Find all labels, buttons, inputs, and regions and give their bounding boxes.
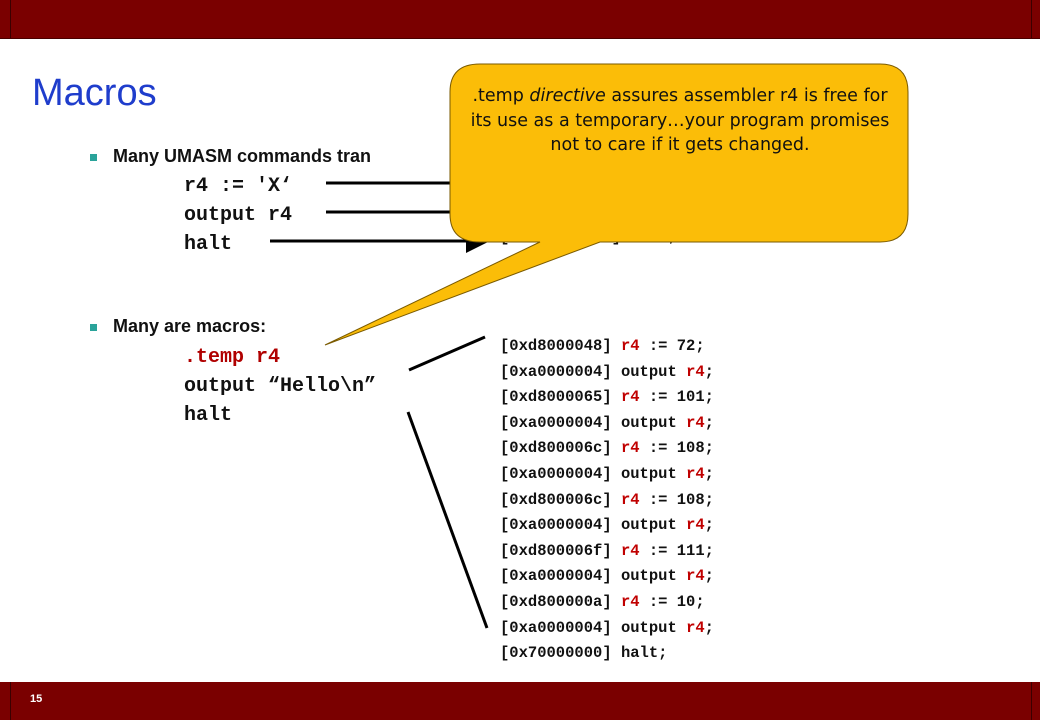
asm-line: [0x70000000] halt;: [500, 641, 714, 667]
asm-line: [0xd800000a] r4 := 10;: [500, 590, 714, 616]
asm-op: output: [620, 413, 677, 432]
assembly-listing: [0xd8000048] r4 := 72;[0xa0000004] outpu…: [500, 334, 714, 667]
page-number: 15: [30, 693, 43, 705]
code-line: r4 := 'X‘: [184, 175, 293, 198]
asm-operand: := 10;: [639, 592, 705, 611]
asm-register: r4: [686, 567, 705, 586]
asm-op: output: [620, 567, 677, 586]
asm-line: [0xd8000065] r4 := 101;: [500, 385, 714, 411]
asm-register: r4: [620, 337, 640, 355]
asm-end: ;: [704, 464, 714, 483]
asm-operand: := 111;: [639, 541, 714, 560]
asm-operand: := 108;: [639, 490, 714, 509]
asm-op: output: [620, 464, 677, 483]
asm-address: [0xa0000004]: [500, 567, 612, 586]
asm-op: output: [620, 362, 677, 381]
asm-address: [0xa0000004]: [500, 362, 612, 381]
asm-address: [0xd800006c]: [500, 490, 612, 509]
asm-address: [0x70000000]: [500, 644, 612, 663]
asm-register: r4: [686, 413, 705, 432]
asm-line: [0xa0000004] output r4;: [500, 411, 714, 437]
asm-address: [0xd800006c]: [500, 439, 612, 458]
asm-end: ;: [704, 362, 714, 381]
bullet-text: Many UMASM commands tran: [113, 146, 372, 166]
asm-register: r4: [686, 464, 705, 483]
asm-register: r4: [686, 618, 705, 637]
callout-bubble: [324, 63, 909, 346]
asm-register: r4: [620, 541, 640, 560]
asm-operand: := 72;: [639, 337, 705, 355]
bullet-text: Many are macros:: [113, 316, 267, 336]
asm-address: [0xa0000004]: [500, 618, 612, 637]
asm-address: [0xa0000004]: [500, 516, 612, 535]
callout-text: .temp directive assures assembler r4 is …: [462, 84, 898, 158]
asm-register: r4: [686, 362, 705, 381]
code-line: output r4: [184, 204, 293, 227]
asm-line: [0xd800006c] r4 := 108;: [500, 436, 714, 462]
asm-line: [0xa0000004] output r4;: [500, 616, 714, 642]
asm-line: [0xd800006c] r4 := 108;: [500, 488, 714, 514]
asm-operand: := 101;: [639, 388, 714, 407]
callout-body: assures assembler r4 is free for its use…: [470, 86, 890, 155]
code-line: output “Hello\n”: [184, 375, 377, 398]
asm-end: ;: [704, 516, 714, 535]
asm-end: ;: [704, 618, 714, 637]
asm-address: [0xa0000004]: [500, 464, 612, 483]
asm-address: [0xd8000065]: [500, 388, 612, 407]
code-line: halt: [184, 233, 233, 256]
asm-line: [0xa0000004] output r4;: [500, 462, 714, 488]
asm-operand: := 108;: [639, 439, 714, 458]
temp-directive: .temp r4: [184, 346, 281, 369]
asm-op: output: [620, 618, 677, 637]
asm-register: r4: [620, 490, 640, 509]
asm-line: [0xa0000004] output r4;: [500, 513, 714, 539]
asm-op: output: [620, 516, 677, 535]
callout-emphasis: directive: [529, 86, 606, 106]
header-bar: [0, 0, 1040, 39]
asm-register: r4: [686, 516, 705, 535]
header-bar-frame: [10, 0, 1032, 38]
asm-register: r4: [620, 388, 640, 407]
asm-line: [0xd8000048] r4 := 72;: [500, 334, 714, 360]
asm-line: [0xa0000004] output r4;: [500, 564, 714, 590]
footer-bar: 15: [0, 682, 1040, 720]
bracket-line: [408, 335, 486, 372]
code-line: halt: [184, 404, 233, 427]
asm-register: r4: [620, 592, 640, 611]
asm-line: [0xd800006f] r4 := 111;: [500, 539, 714, 565]
asm-op: halt;: [620, 644, 668, 663]
asm-register: r4: [620, 439, 640, 458]
footer-bar-frame: [10, 682, 1032, 720]
asm-end: ;: [704, 567, 714, 586]
asm-address: [0xd800006f]: [500, 541, 612, 560]
callout-prefix: .temp: [472, 86, 530, 106]
asm-end: ;: [704, 413, 714, 432]
bullet-marker: [90, 324, 97, 331]
asm-line: [0xa0000004] output r4;: [500, 360, 714, 386]
slide-title: Macros: [32, 72, 157, 114]
asm-address: [0xa0000004]: [500, 413, 612, 432]
bullet-marker: [90, 154, 97, 161]
asm-address: [0xd800000a]: [500, 592, 612, 611]
asm-address: [0xd8000048]: [500, 337, 612, 355]
bracket-line: [406, 411, 489, 629]
